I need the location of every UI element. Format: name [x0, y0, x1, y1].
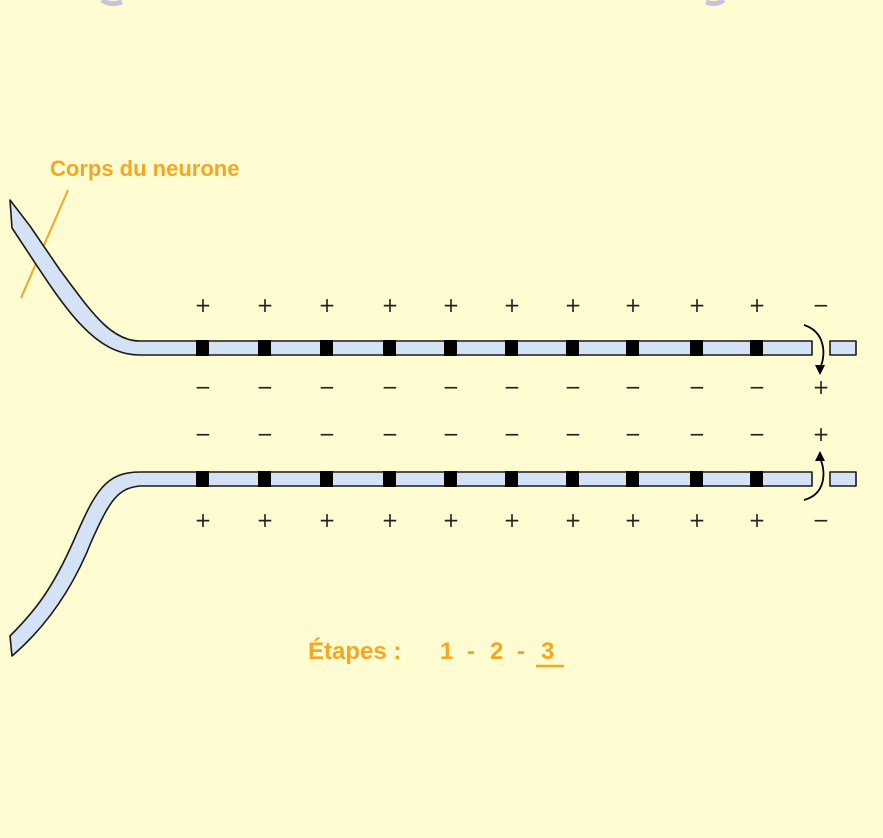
- lower-membrane: [9, 471, 813, 657]
- inner-bottom-charges: − − − − − − − − − − +: [195, 422, 830, 446]
- node-of-ranvier: [383, 471, 396, 487]
- negative-charge: −: [504, 375, 521, 399]
- cell-body-label: Corps du neurone: [50, 156, 239, 181]
- step-link-2[interactable]: 2: [490, 638, 503, 665]
- lower-nodes: [196, 471, 763, 487]
- positive-charge: +: [257, 508, 274, 532]
- steps-label: Étapes :: [308, 637, 401, 665]
- node-of-ranvier: [383, 340, 396, 356]
- negative-charge: −: [749, 375, 766, 399]
- node-of-ranvier: [750, 471, 763, 487]
- upper-membrane-segment-right: [829, 340, 857, 356]
- top-decoration-right: [705, 0, 726, 7]
- node-of-ranvier: [505, 340, 518, 356]
- node-of-ranvier: [196, 471, 209, 487]
- negative-charge: −: [813, 293, 830, 317]
- positive-charge: +: [319, 508, 336, 532]
- inner-top-charges: − − − − − − − − − − +: [195, 375, 830, 399]
- positive-charge: +: [565, 508, 582, 532]
- node-of-ranvier: [626, 471, 639, 487]
- negative-charge: −: [382, 422, 399, 446]
- node-of-ranvier: [505, 471, 518, 487]
- positive-charge: +: [689, 293, 706, 317]
- negative-charge: −: [689, 375, 706, 399]
- positive-charge: +: [195, 508, 212, 532]
- negative-charge: −: [257, 422, 274, 446]
- upper-nodes: [196, 340, 763, 356]
- negative-charge: −: [813, 508, 830, 532]
- upper-membrane: [9, 199, 813, 356]
- positive-charge: +: [813, 375, 830, 399]
- positive-charge: +: [382, 508, 399, 532]
- steps-navigation: Étapes : 1 - 2 - 3: [308, 637, 564, 668]
- positive-charge: +: [257, 293, 274, 317]
- positive-charge: +: [443, 508, 460, 532]
- negative-charge: −: [625, 375, 642, 399]
- node-of-ranvier: [258, 471, 271, 487]
- negative-charge: −: [625, 422, 642, 446]
- positive-charge: +: [749, 508, 766, 532]
- top-decoration-left: [100, 0, 123, 7]
- positive-charge: +: [443, 293, 460, 317]
- positive-charge: +: [813, 422, 830, 446]
- step-link-3-active[interactable]: 3: [541, 638, 554, 665]
- positive-charge: +: [625, 508, 642, 532]
- positive-charge: +: [625, 293, 642, 317]
- negative-charge: −: [195, 375, 212, 399]
- negative-charge: −: [319, 422, 336, 446]
- node-of-ranvier: [626, 340, 639, 356]
- step-link-1[interactable]: 1: [440, 638, 453, 665]
- node-of-ranvier: [444, 471, 457, 487]
- cell-body-pointer: [20, 189, 69, 299]
- negative-charge: −: [319, 375, 336, 399]
- node-of-ranvier: [444, 340, 457, 356]
- positive-charge: +: [749, 293, 766, 317]
- negative-charge: −: [749, 422, 766, 446]
- negative-charge: −: [257, 375, 274, 399]
- negative-charge: −: [195, 422, 212, 446]
- node-of-ranvier: [690, 340, 703, 356]
- node-of-ranvier: [258, 340, 271, 356]
- lower-membrane-segment-right: [829, 471, 857, 487]
- positive-charge: +: [504, 508, 521, 532]
- outer-top-charges: + + + + + + + + + + −: [195, 293, 830, 317]
- negative-charge: −: [382, 375, 399, 399]
- positive-charge: +: [689, 508, 706, 532]
- step-separator: -: [517, 638, 525, 665]
- negative-charge: −: [689, 422, 706, 446]
- step-separator: -: [467, 638, 475, 665]
- node-of-ranvier: [196, 340, 209, 356]
- node-of-ranvier: [750, 340, 763, 356]
- negative-charge: −: [504, 422, 521, 446]
- positive-charge: +: [504, 293, 521, 317]
- negative-charge: −: [443, 422, 460, 446]
- node-of-ranvier: [566, 471, 579, 487]
- positive-charge: +: [565, 293, 582, 317]
- ion-flow-arrow-bottom: [803, 451, 825, 501]
- negative-charge: −: [565, 375, 582, 399]
- positive-charge: +: [319, 293, 336, 317]
- node-of-ranvier: [690, 471, 703, 487]
- positive-charge: +: [382, 293, 399, 317]
- node-of-ranvier: [566, 340, 579, 356]
- node-of-ranvier: [320, 471, 333, 487]
- ion-flow-arrow-top: [803, 324, 825, 375]
- positive-charge: +: [195, 293, 212, 317]
- outer-bottom-charges: + + + + + + + + + + −: [195, 508, 830, 532]
- negative-charge: −: [443, 375, 460, 399]
- negative-charge: −: [565, 422, 582, 446]
- node-of-ranvier: [320, 340, 333, 356]
